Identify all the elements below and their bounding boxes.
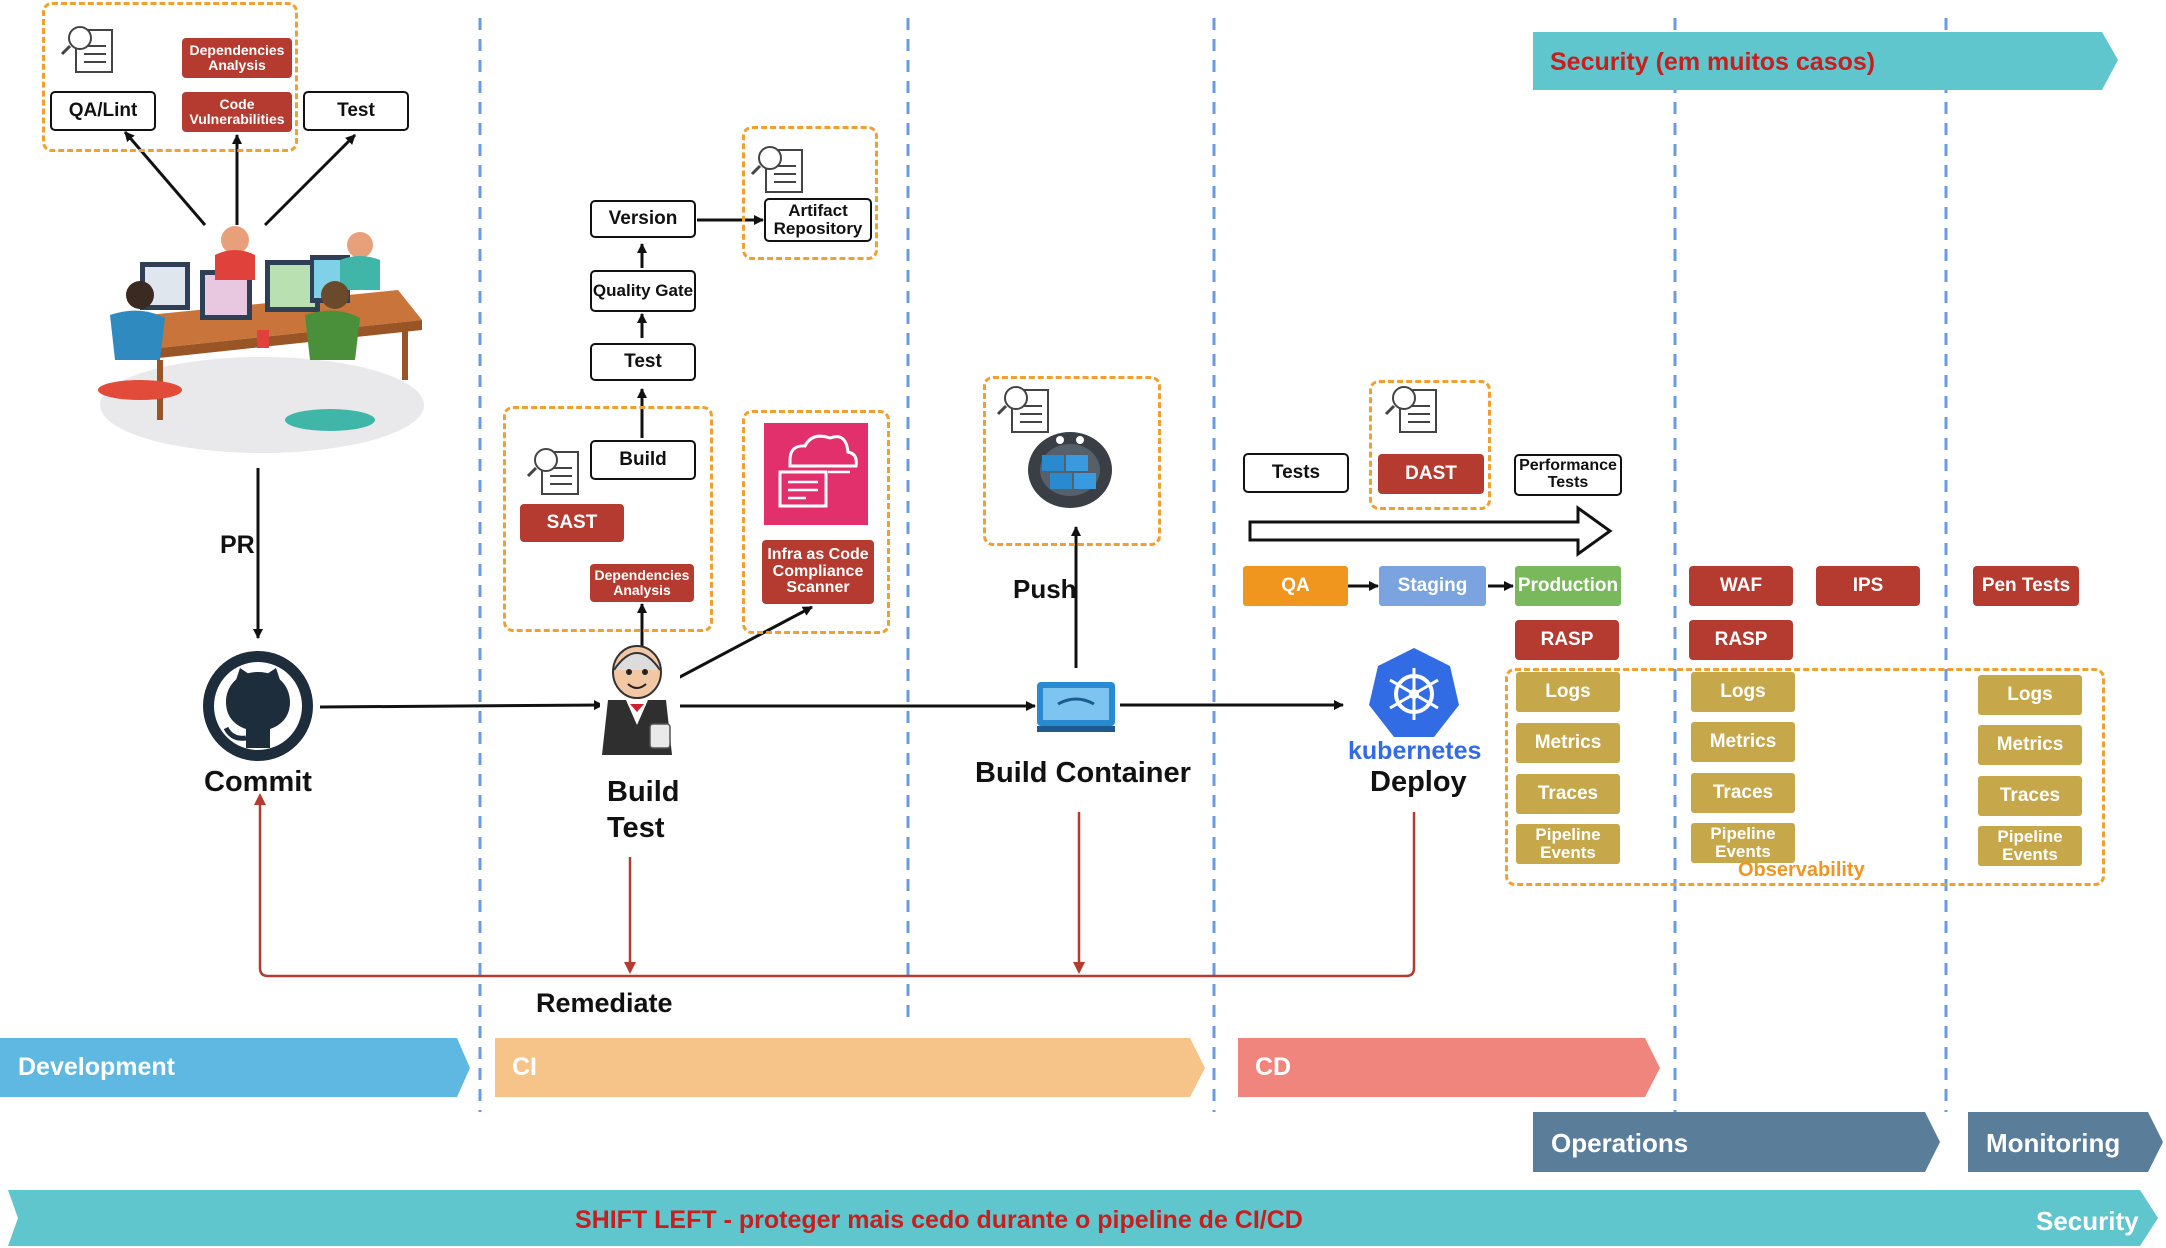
cd-label: CD (1255, 1053, 1292, 1081)
obs-col2-logs: Logs (1691, 672, 1795, 712)
report-icon (60, 26, 1437, 495)
dev-arrows (123, 131, 1514, 711)
obs-col3-metrics: Metrics (1978, 725, 2082, 765)
obs-col2-metrics: Metrics (1691, 722, 1795, 762)
build-container-label: Build Container (975, 757, 1191, 789)
obs-col2-traces: Traces (1691, 773, 1795, 813)
kubernetes-icon (1369, 648, 1459, 737)
build-test-label-line1: Build (607, 776, 680, 808)
obs-col1-logs: Logs (1516, 672, 1620, 712)
obs-col1-metrics: Metrics (1516, 723, 1620, 763)
cd-hollow-arrow (1248, 505, 1613, 557)
cd-rasp-box: RASP (1515, 620, 1619, 660)
sast-box: SAST (520, 504, 624, 542)
waf-box: WAF (1689, 566, 1793, 606)
stage-separators (478, 18, 1948, 1112)
build-checks-group (503, 406, 713, 632)
push-label: Push (1013, 574, 1077, 604)
remediate-label: Remediate (536, 988, 673, 1018)
development-band (0, 1038, 470, 1097)
ci-test-box: Test (590, 343, 696, 381)
observability-label: Observability (1738, 859, 1865, 881)
obs-col3-pipeline-events: Pipeline Events (1978, 826, 2082, 866)
deploy-label: Deploy (1370, 766, 1467, 798)
ips-box: IPS (1816, 566, 1920, 606)
code-vulnerabilities-box: Code Vulnerabilities (182, 92, 292, 132)
ci-label: CI (512, 1053, 537, 1081)
dev-test-box: Test (303, 91, 409, 131)
shift-left-band (8, 1190, 2158, 1246)
operations-label: Operations (1551, 1128, 1689, 1158)
monitoring-label: Monitoring (1986, 1128, 2121, 1158)
artifact-repository-box: Artifact Repository (764, 198, 872, 242)
docker-harbor-icon (1028, 432, 1112, 508)
developers-illustration (98, 226, 424, 453)
obs-col1-pipeline-events: Pipeline Events (1516, 824, 1620, 864)
security-bottom-label: Security (2036, 1206, 2139, 1236)
github-icon (203, 651, 313, 761)
pr-label: PR (220, 531, 255, 559)
staging-env-box: Staging (1379, 566, 1486, 606)
ops-rasp-box: RASP (1689, 620, 1793, 660)
iac-group (742, 410, 890, 634)
shift-left-label: SHIFT LEFT - proteger mais cedo durante … (575, 1206, 1303, 1234)
container-image-icon (1037, 682, 1115, 732)
remediate-loop (254, 793, 1416, 978)
pen-tests-box: Pen Tests (1973, 566, 2079, 606)
version-box: Version (590, 200, 696, 238)
performance-tests-box: Performance Tests (1514, 454, 1622, 496)
build-box: Build (590, 440, 696, 480)
obs-col2-pipeline-events: Pipeline Events (1691, 823, 1795, 863)
push-group (983, 376, 1161, 546)
security-top-band (1533, 32, 2118, 90)
tests-box: Tests (1243, 453, 1349, 493)
cd-band (1238, 1038, 1660, 1097)
security-top-label: Security (em muitos casos) (1550, 48, 1876, 76)
jenkins-icon (600, 645, 680, 760)
obs-col1-traces: Traces (1516, 774, 1620, 814)
qa-env-box: QA (1243, 566, 1348, 606)
qa-lint-box: QA/Lint (50, 91, 156, 131)
aws-config-icon (764, 423, 868, 525)
development-label: Development (18, 1053, 175, 1081)
ci-dependencies-analysis-box: Dependencies Analysis (590, 564, 694, 602)
dast-group (1369, 380, 1491, 510)
ci-band (495, 1038, 1205, 1097)
build-test-label-line2: Test (607, 812, 665, 844)
operations-band (1533, 1112, 1940, 1172)
artifact-group (742, 126, 878, 260)
quality-gate-box: Quality Gate (590, 270, 696, 312)
obs-col3-traces: Traces (1978, 776, 2082, 816)
obs-col3-logs: Logs (1978, 675, 2082, 715)
dev-dependencies-analysis-box: Dependencies Analysis (182, 38, 292, 78)
kubernetes-label: kubernetes (1348, 737, 1482, 765)
production-env-box: Production (1515, 566, 1621, 606)
monitoring-band (1968, 1112, 2163, 1172)
dev-checks-group (42, 2, 298, 152)
commit-label: Commit (204, 766, 312, 798)
observability-group (1505, 668, 2105, 886)
iac-compliance-scanner-box: Infra as Code Compliance Scanner (762, 540, 874, 604)
dast-box: DAST (1378, 454, 1484, 494)
